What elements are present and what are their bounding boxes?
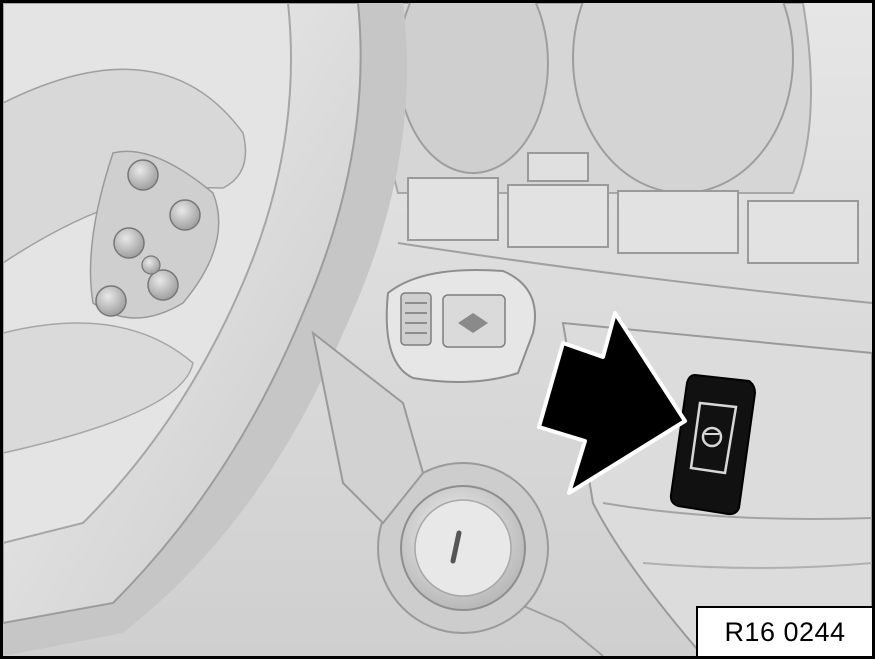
reference-code-label: R16 0244 xyxy=(696,606,872,656)
pointer-arrow-icon xyxy=(537,311,687,495)
control-stalk-icon xyxy=(311,268,536,525)
rocker-switch-icon xyxy=(669,373,757,516)
instrument-cluster-icon xyxy=(379,3,872,304)
ignition-lock-icon xyxy=(377,462,549,634)
dashboard-illustration xyxy=(3,3,872,656)
wheel-control-buttons-icon xyxy=(89,150,220,319)
